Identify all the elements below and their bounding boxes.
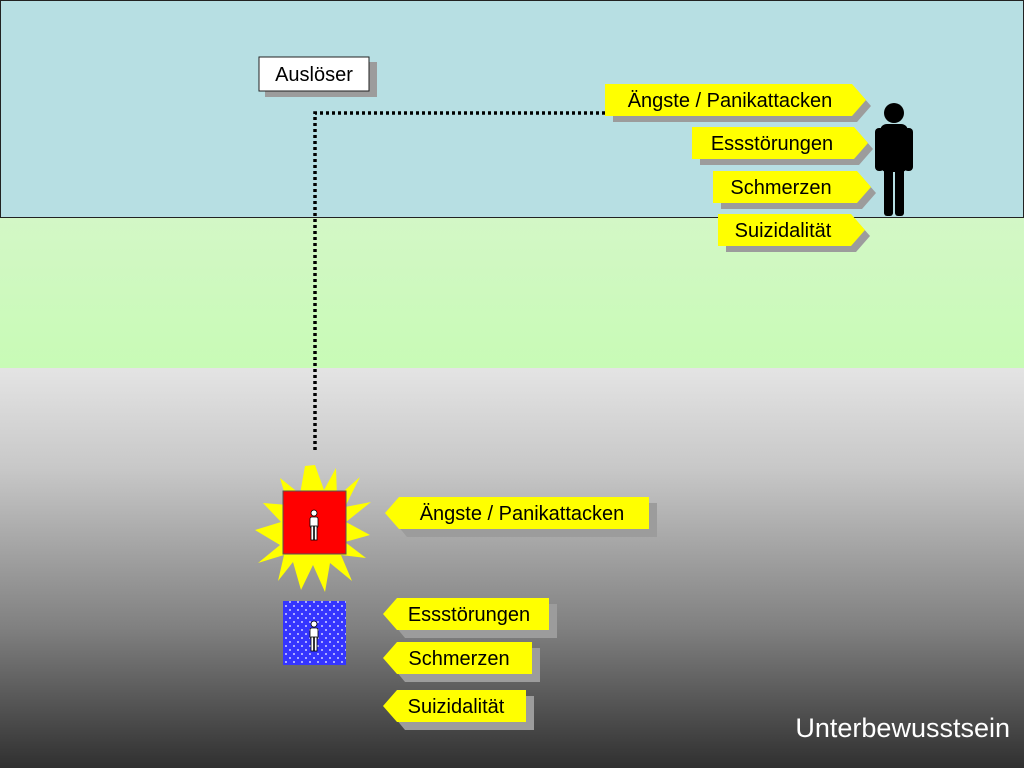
person-icon <box>309 620 319 652</box>
subconscious-symptom-tag-2: Schmerzen <box>383 642 540 682</box>
conscious-symptom-tag-2: Schmerzen <box>713 171 876 209</box>
person-icon <box>875 103 913 216</box>
subconscious-symptom-tag-0: Ängste / Panikattacken <box>385 497 657 537</box>
conscious-symptom-tag-0: Ängste / Panikattacken <box>605 84 871 122</box>
conscious-symptom-label: Ängste / Panikattacken <box>628 90 833 112</box>
conscious-symptom-label: Suizidalität <box>735 220 832 242</box>
subconscious-symptom-tag-3: Suizidalität <box>383 690 534 730</box>
conscious-symptom-tag-1: Essstörungen <box>692 127 873 165</box>
person-icon <box>309 509 319 541</box>
repressed-box <box>283 601 346 665</box>
subconscious-symptom-label: Suizidalität <box>408 696 505 718</box>
conscious-symptom-tag-3: Suizidalität <box>718 214 870 252</box>
conscious-symptom-label: Schmerzen <box>730 177 831 199</box>
trigger-connector-line <box>313 111 605 450</box>
trigger-box: Auslöser <box>258 56 377 97</box>
conscious-symptom-label: Essstörungen <box>711 133 833 155</box>
trigger-label: Auslöser <box>275 64 353 86</box>
subconscious-symptom-label: Essstörungen <box>408 604 530 626</box>
burst-icon <box>255 465 371 592</box>
subconscious-symptom-label: Schmerzen <box>408 648 509 670</box>
subconscious-symptom-label: Ängste / Panikattacken <box>420 503 625 525</box>
subconscious-label: Unterbewusstsein <box>795 713 1010 743</box>
subconscious-symptom-tag-1: Essstörungen <box>383 598 557 638</box>
